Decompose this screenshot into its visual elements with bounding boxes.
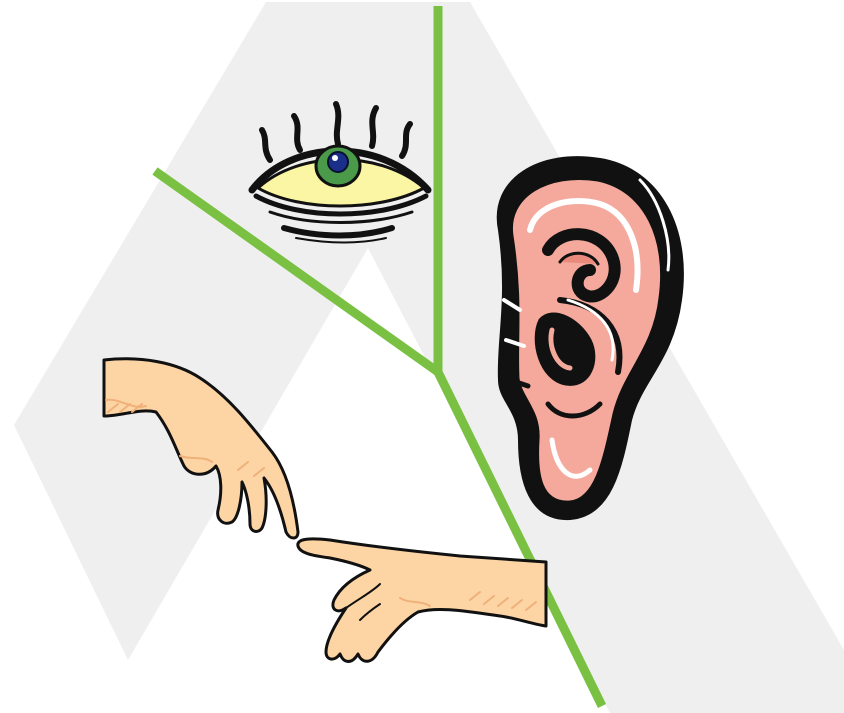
lower-hand <box>298 539 546 662</box>
